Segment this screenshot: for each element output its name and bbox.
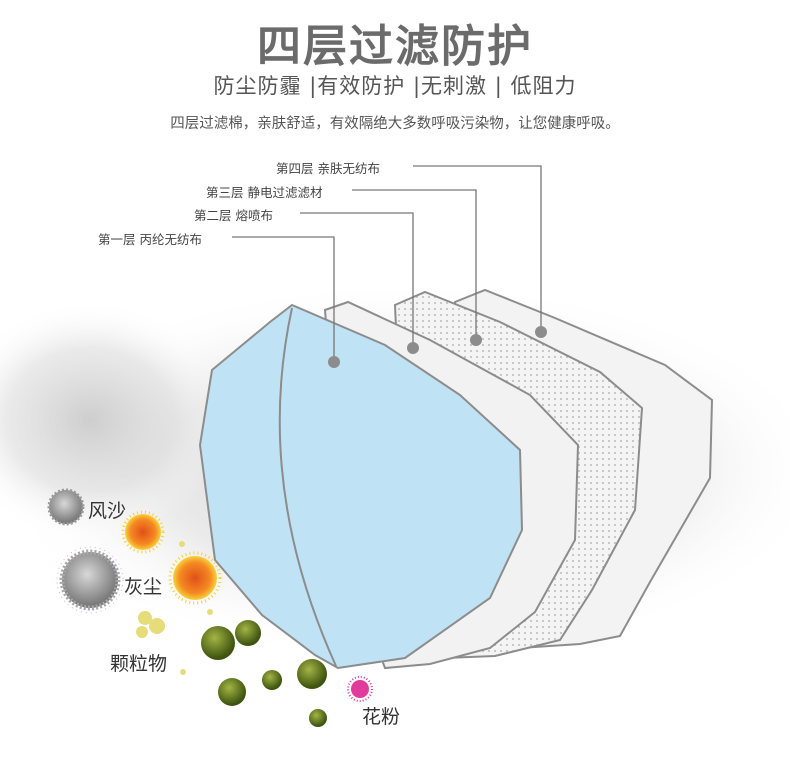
backdrop-shadow-left [0, 300, 230, 540]
layer-2-label: 第二层 熔喷布 [194, 208, 273, 223]
layer-3-label: 第三层 静电过滤滤材 [206, 185, 323, 200]
feature-tagline: 防尘防霾 |有效防护 |无刺激 | 低阻力 [213, 74, 577, 98]
particle-label-dust: 灰尘 [124, 576, 163, 598]
leader-line-layer-2 [300, 212, 414, 348]
leader-lines [232, 165, 542, 362]
leader-line-layer-3 [352, 189, 477, 340]
orange-dust-1 [121, 510, 165, 554]
yellow-pollen-cluster [136, 541, 213, 675]
page-title: 四层过滤防护 [257, 21, 533, 72]
grey-virus-small [47, 488, 85, 526]
grey-virus-large [56, 546, 124, 614]
green-particles [201, 620, 327, 727]
particle-label-pollen: 花粉 [362, 706, 401, 728]
leader-dot-layer-4 [535, 326, 547, 338]
orange-dust-2 [168, 551, 222, 605]
pink-pollen-spike [347, 676, 373, 702]
particle-label-sand: 风沙 [88, 500, 127, 522]
leader-dot-layer-3 [470, 334, 482, 346]
leader-line-layer-1 [232, 236, 335, 362]
description-text: 四层过滤棉，亲肤舒适，有效隔绝大多数呼吸污染物，让您健康呼吸。 [170, 116, 620, 132]
leader-dot-layer-2 [407, 342, 419, 354]
layer-4-label: 第四层 亲肤无纺布 [276, 161, 380, 176]
particle-label-pm: 颗粒物 [110, 653, 168, 675]
layer-1-seam [278, 307, 337, 667]
leader-dot-layer-1 [328, 356, 340, 368]
layer-1-label: 第一层 丙纶无纺布 [98, 232, 202, 247]
leader-line-layer-4 [413, 165, 542, 332]
